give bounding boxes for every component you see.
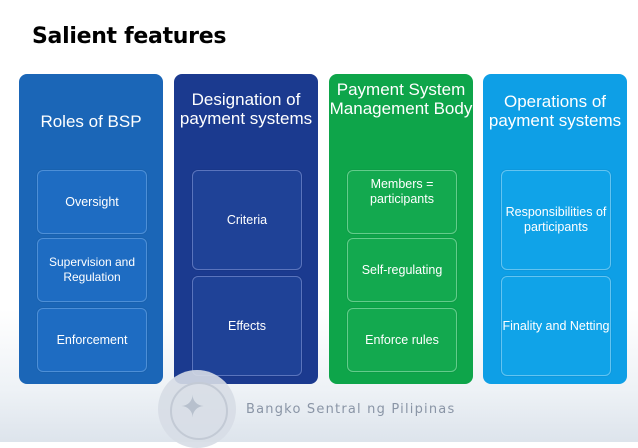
card-enforce-rules: Enforce rules — [347, 308, 457, 372]
card-members: Members = participants — [347, 170, 457, 234]
column-heading: Roles of BSP — [40, 112, 142, 131]
column-operations: Operations of payment systems Responsibi… — [483, 74, 627, 384]
card-oversight: Oversight — [37, 170, 147, 234]
column-heading: Designation of payment systems — [179, 90, 313, 128]
column-roles-of-bsp: Roles of BSP Oversight Supervision and R… — [19, 74, 163, 384]
card-enforcement: Enforcement — [37, 308, 147, 372]
column-psmb: Payment System Management Body Members =… — [329, 74, 473, 384]
seal-ring — [170, 382, 228, 440]
column-heading: Operations of payment systems — [488, 92, 622, 130]
card-self-regulating: Self-regulating — [347, 238, 457, 302]
slide-title: Salient features — [32, 24, 227, 49]
card-finality-netting: Finality and Netting — [501, 276, 611, 376]
column-designation: Designation of payment systems Criteria … — [174, 74, 318, 384]
card-responsibilities: Responsibilities of participants — [501, 170, 611, 270]
card-effects: Effects — [192, 276, 302, 376]
footer-bank-name: Bangko Sentral ng Pilipinas — [246, 402, 456, 417]
card-criteria: Criteria — [192, 170, 302, 270]
eagle-icon: ✦ — [180, 391, 206, 424]
column-heading: Payment System Management Body — [329, 80, 473, 118]
card-supervision: Supervision and Regulation — [37, 238, 147, 302]
